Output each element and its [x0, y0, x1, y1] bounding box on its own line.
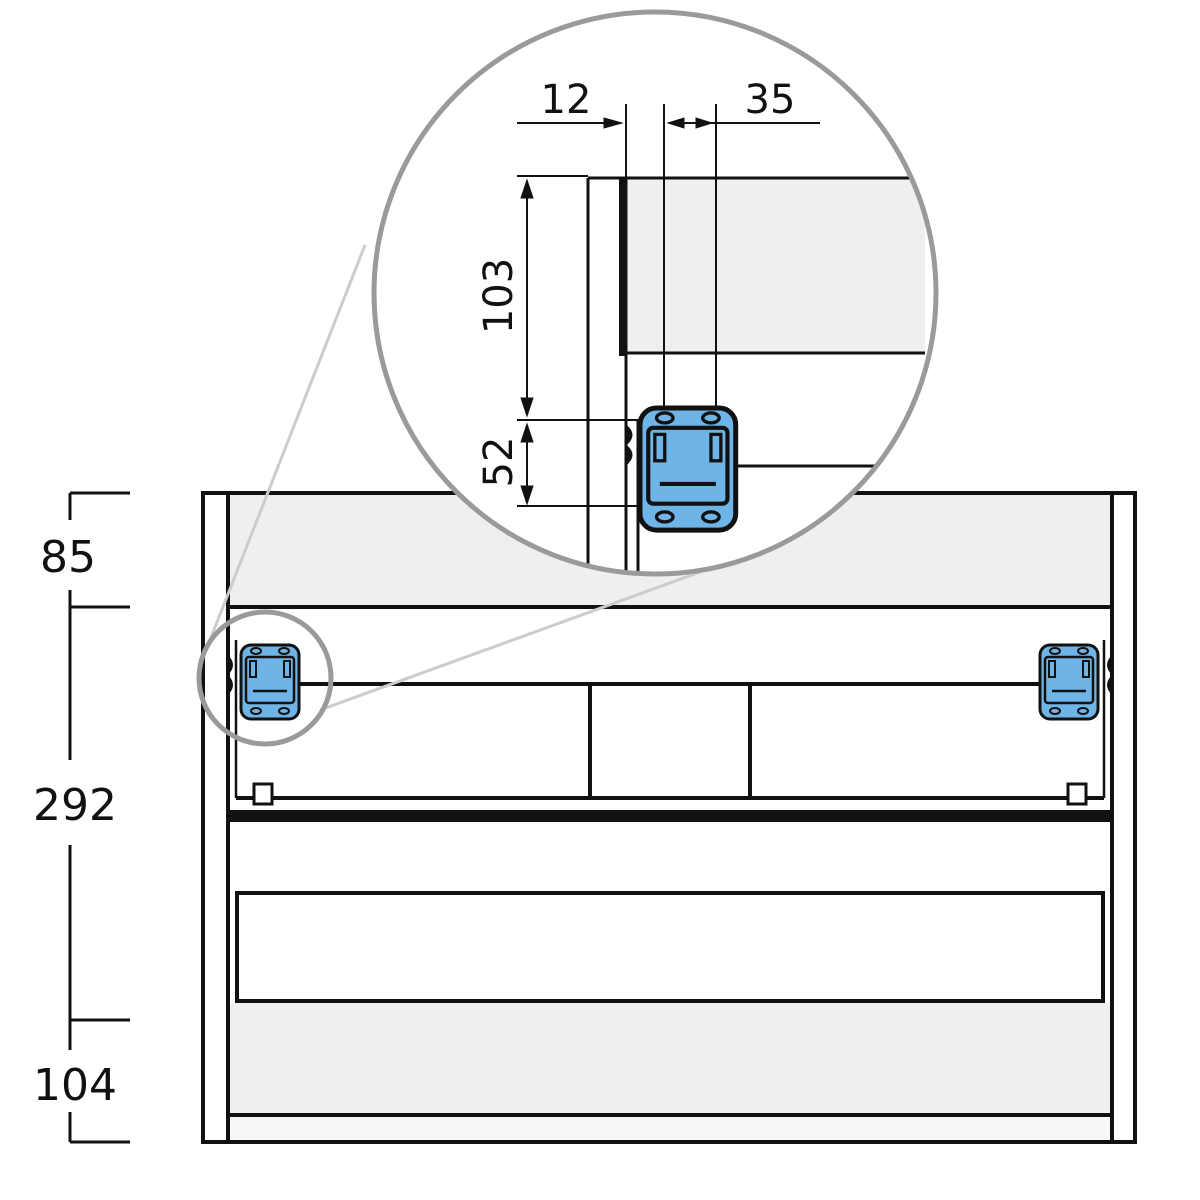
magnifier-connector [208, 244, 701, 712]
vertical-dimension-bar [68, 491, 130, 1144]
dimension-292: 292 [33, 780, 117, 831]
cabinet [201, 491, 1137, 1144]
right-mounting-bracket [1038, 643, 1100, 721]
left-mounting-bracket [239, 643, 301, 721]
dimension-103: 103 [476, 258, 522, 334]
magnified-detail [371, 9, 939, 577]
dimension-104: 104 [33, 1060, 117, 1111]
detail-focus-circle [196, 609, 334, 747]
dimension-35: 35 [745, 77, 796, 123]
dimension-52: 52 [476, 437, 522, 488]
dimension-85: 85 [40, 532, 96, 583]
dimension-12: 12 [541, 77, 592, 123]
